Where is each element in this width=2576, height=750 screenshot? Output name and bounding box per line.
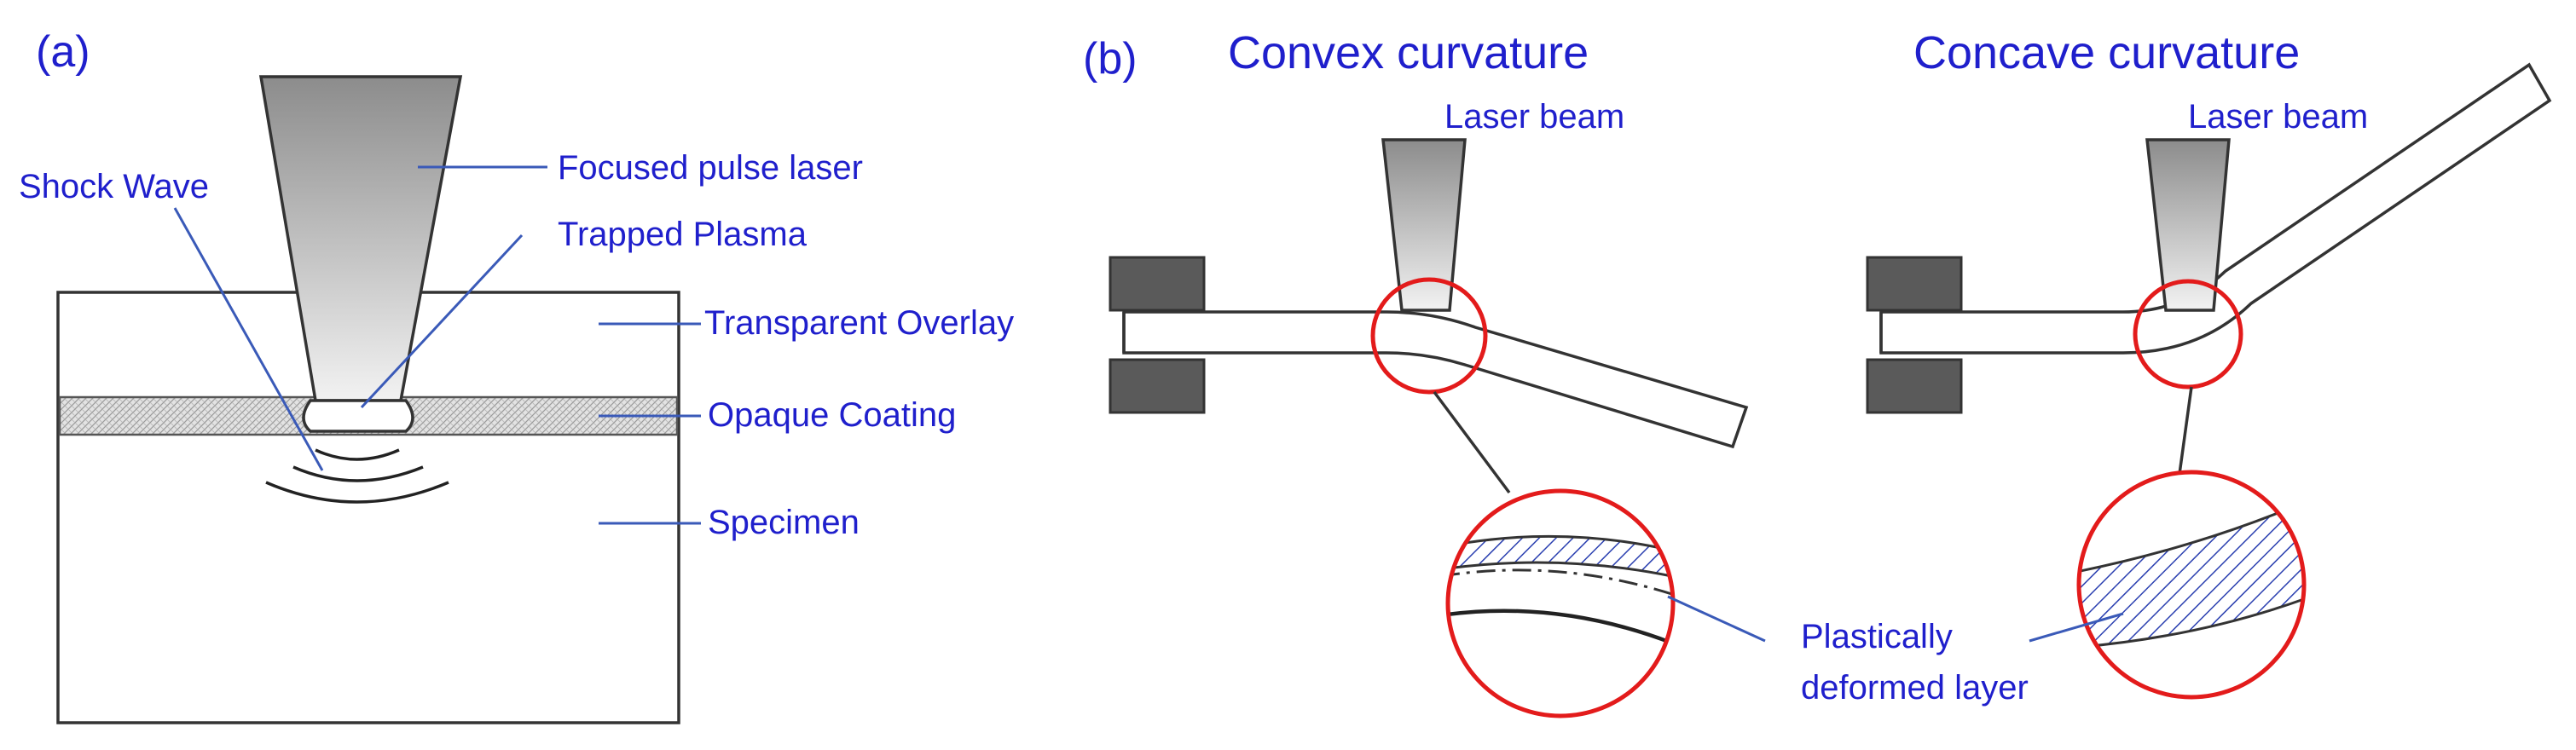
panel-b: (b) Convex curvature Concave curvature L… bbox=[1083, 27, 2552, 718]
convex-clamp-bottom bbox=[1109, 358, 1206, 414]
concave-highlight-circle bbox=[2133, 279, 2243, 389]
panel-a-label: (a) bbox=[36, 27, 90, 77]
label-opaque-coating: Opaque Coating bbox=[708, 396, 956, 434]
panel-a: (a) Shock Wave Focused pulse laser Trapp… bbox=[19, 27, 1014, 724]
label-focused-pulse-laser: Focused pulse laser bbox=[558, 149, 863, 187]
concave-zoom-connector bbox=[2178, 386, 2193, 475]
convex-zoom-detail bbox=[1448, 491, 1673, 716]
label-shock-wave: Shock Wave bbox=[19, 168, 209, 205]
panel-b-label: (b) bbox=[1083, 34, 1137, 84]
plastic-layer-label-line1: Plastically bbox=[1801, 618, 1953, 655]
concave-clamp-bottom bbox=[1866, 358, 1963, 414]
panel-a-leaders bbox=[173, 165, 701, 525]
convex-curvature-title: Convex curvature bbox=[1228, 27, 1589, 78]
label-specimen: Specimen bbox=[708, 504, 860, 541]
convex-zoom-connector bbox=[1433, 390, 1511, 494]
label-trapped-plasma: Trapped Plasma bbox=[558, 216, 808, 253]
convex-bent-plate bbox=[1122, 310, 1749, 449]
label-transparent-overlay: Transparent Overlay bbox=[704, 304, 1014, 342]
convex-clamp-top bbox=[1109, 256, 1206, 312]
convex-highlight-circle bbox=[1370, 277, 1488, 395]
concave-clamp-top bbox=[1866, 256, 1963, 312]
concave-zoom-circle bbox=[2076, 470, 2307, 700]
plastic-layer-leaders bbox=[1667, 595, 2124, 643]
trapped-plasma-bubble bbox=[302, 399, 414, 433]
convex-laser-beam-label: Laser beam bbox=[1444, 98, 1624, 136]
concave-subfigure: Laser beam bbox=[1866, 62, 2552, 700]
concave-curvature-title: Concave curvature bbox=[1913, 27, 2300, 78]
plastic-layer-label-line2: deformed layer bbox=[1801, 669, 2029, 707]
concave-zoom-detail bbox=[2079, 472, 2304, 697]
shock-wave-arcs bbox=[265, 448, 449, 504]
convex-laser-beam bbox=[1381, 138, 1467, 312]
concave-laser-beam-label: Laser beam bbox=[2188, 98, 2368, 136]
convex-subfigure: Laser beam bbox=[1109, 98, 1749, 718]
concave-laser-beam bbox=[2145, 138, 2231, 312]
convex-zoom-circle bbox=[1445, 488, 1676, 718]
